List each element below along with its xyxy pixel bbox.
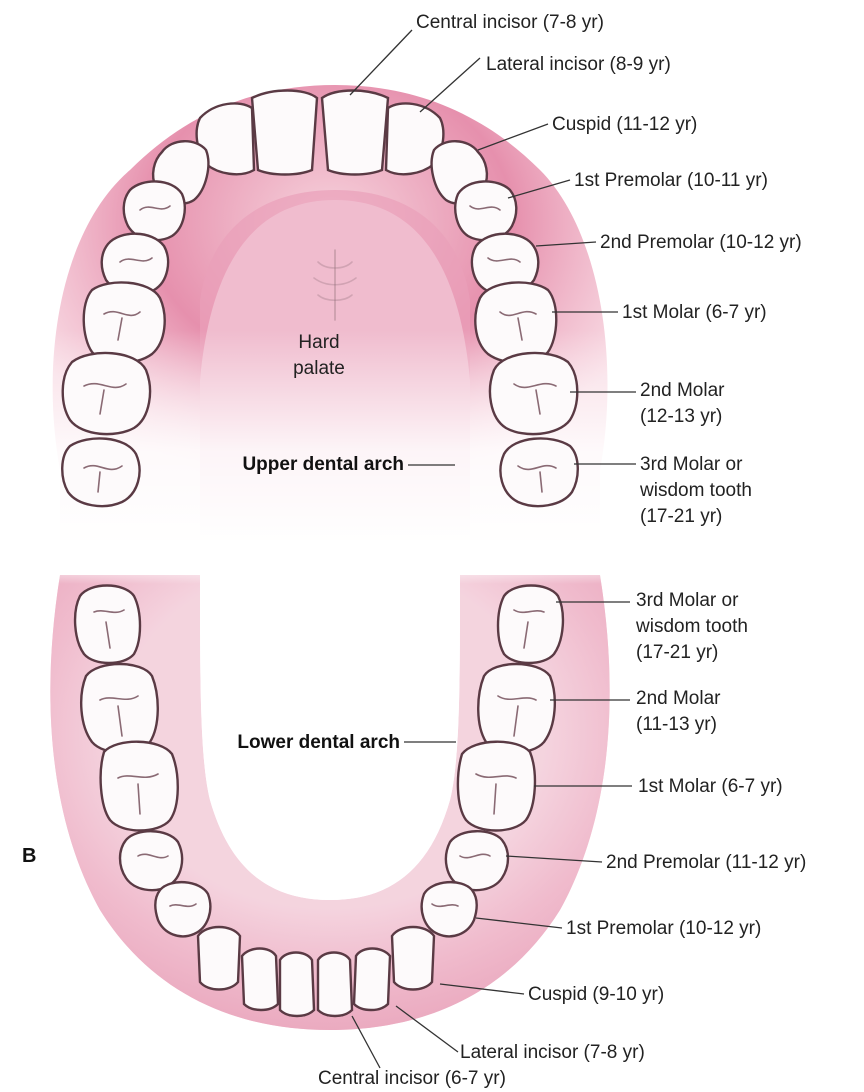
upper-label-central-incisor: Central incisor (7-8 yr): [416, 12, 604, 33]
hard-palate-label-line2: palate: [293, 358, 345, 379]
upper-premolar1-left: [124, 181, 185, 240]
lower-cuspid-right: [392, 927, 434, 990]
upper-molar2-left: [63, 353, 150, 434]
upper-label-premolar2: 2nd Premolar (10-12 yr): [600, 232, 802, 253]
upper-label-molar3-line2: wisdom tooth: [639, 480, 752, 501]
lower-label-premolar1: 1st Premolar (10-12 yr): [566, 918, 761, 939]
lower-label-molar3-line1: 3rd Molar or: [636, 590, 739, 611]
lower-lateral-incisor-left: [242, 949, 278, 1011]
upper-label-molar3-line1: 3rd Molar or: [640, 454, 743, 475]
upper-label-molar2-line1: 2nd Molar: [640, 380, 725, 401]
lower-label-central-incisor: Central incisor (6-7 yr): [318, 1068, 506, 1089]
lower-molar1-left: [101, 742, 178, 831]
upper-label-lateral-incisor: Lateral incisor (8-9 yr): [486, 54, 671, 75]
upper-molar1-left: [84, 282, 165, 362]
upper-label-cuspid: Cuspid (11-12 yr): [552, 114, 697, 135]
upper-label-molar1: 1st Molar (6-7 yr): [622, 302, 767, 323]
lower-cuspid-left: [198, 927, 240, 990]
lower-molar2-right: [478, 664, 555, 753]
upper-central-incisor-right: [322, 91, 388, 175]
panel-letter: B: [22, 845, 36, 867]
lower-premolar1-left: [155, 882, 210, 936]
lower-label-molar3-line2: wisdom tooth: [635, 616, 748, 637]
lower-molar2-left: [81, 664, 158, 753]
upper-molar3-right: [500, 438, 577, 506]
lower-label-premolar2: 2nd Premolar (11-12 yr): [606, 852, 806, 873]
lower-central-incisor-left: [280, 953, 314, 1017]
upper-molar2-right: [490, 353, 577, 434]
lower-premolar2-left: [120, 831, 182, 890]
upper-label-molar3-line3: (17-21 yr): [640, 506, 722, 527]
lower-label-lateral-incisor: Lateral incisor (7-8 yr): [460, 1042, 645, 1063]
upper-label-molar2-line2: (12-13 yr): [640, 406, 722, 427]
lower-central-incisor-right: [318, 953, 352, 1017]
lower-molar3-right: [498, 586, 563, 664]
hard-palate-label-line1: Hard: [298, 332, 339, 353]
upper-label-premolar1: 1st Premolar (10-11 yr): [574, 170, 768, 191]
upper-arch: [40, 85, 640, 550]
lower-lateral-incisor-right: [354, 949, 390, 1011]
lower-premolar1-right: [422, 882, 477, 936]
lower-arch-title: Lower dental arch: [237, 732, 400, 753]
upper-molar1-right: [475, 282, 556, 362]
lower-molar3-left: [75, 586, 140, 664]
lower-arch: [40, 560, 640, 1030]
upper-central-incisor-left: [252, 91, 317, 175]
upper-arch-title: Upper dental arch: [242, 454, 404, 475]
upper-molar3-left: [62, 438, 139, 506]
lower-label-cuspid: Cuspid (9-10 yr): [528, 984, 664, 1005]
upper-premolar1-right: [455, 181, 516, 240]
lower-label-molar1: 1st Molar (6-7 yr): [638, 776, 783, 797]
lower-label-molar2-line2: (11-13 yr): [636, 714, 717, 735]
lower-label-molar2-line1: 2nd Molar: [636, 688, 721, 709]
lower-label-molar3-line3: (17-21 yr): [636, 642, 718, 663]
